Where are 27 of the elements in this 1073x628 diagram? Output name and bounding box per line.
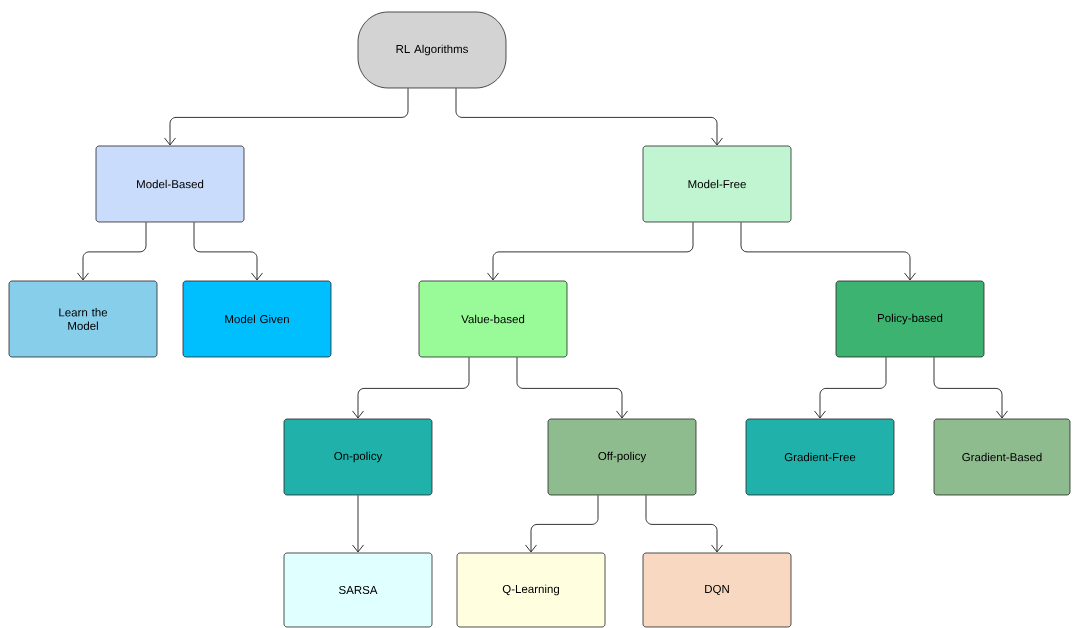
algorithm-box: SARSA bbox=[283, 552, 433, 628]
arrow bbox=[352, 495, 364, 553]
arrow bbox=[645, 495, 723, 553]
arrow bbox=[740, 222, 916, 281]
method-box: Policy-based bbox=[835, 280, 985, 358]
method-box: Learn the Model bbox=[8, 280, 158, 358]
category-box: Model-Based bbox=[95, 145, 245, 223]
arrow bbox=[487, 222, 694, 281]
method-box: Gradient-Free bbox=[745, 418, 895, 496]
arrow bbox=[77, 222, 147, 281]
method-box: Value-based bbox=[418, 280, 568, 358]
arrow bbox=[164, 88, 409, 146]
method-box: Gradient-Based bbox=[933, 418, 1071, 496]
arrow bbox=[352, 357, 470, 419]
method-box: Model Given bbox=[182, 280, 332, 358]
arrow bbox=[814, 357, 887, 419]
arrow bbox=[516, 357, 628, 419]
method-box: Off-policy bbox=[547, 418, 697, 496]
algorithm-box: Q-Learning bbox=[456, 552, 606, 628]
algorithm-box: DQN bbox=[642, 552, 792, 628]
category-box: Model-Free bbox=[642, 145, 792, 223]
arrow bbox=[525, 495, 599, 553]
arrow bbox=[933, 357, 1008, 419]
root-pill: RL Algorithms bbox=[357, 11, 507, 89]
arrow bbox=[193, 222, 263, 281]
method-box: On-policy bbox=[283, 418, 433, 496]
arrow bbox=[455, 88, 723, 146]
